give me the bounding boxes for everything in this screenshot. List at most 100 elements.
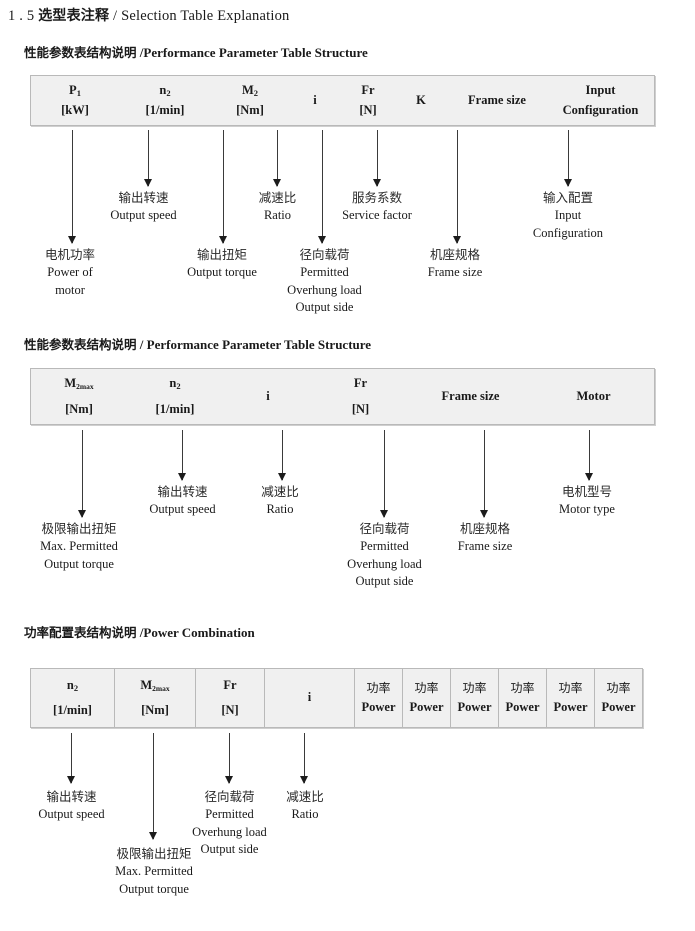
note-s1-overhung-load-en-1: Permitted [300,264,349,279]
table3-col-power-3-cn: 功率 [462,681,487,696]
section-heading-1-sep: / [136,45,144,60]
note-s1-frame-size-en-1: Frame size [427,264,483,279]
note-s2-overhung-load-en-1: Permitted [360,538,409,553]
note-s1-overhung-load-en-3: Output side [295,300,354,315]
table2-col-m2max-sub: 2max [76,382,94,392]
table2-col-i-symbol: i [266,388,270,403]
arrow-down-icon-s2-motor [585,430,594,481]
note-s2-max-output-torque: 极限输出扭矩 Max. Permitted Output torque [18,520,140,573]
table2-col-frame-size: Frame size [408,369,533,424]
table1-col-fr-unit: [N] [359,102,377,117]
note-s1-output-torque-cn: 输出扭矩 [196,247,247,262]
note-s2-output-speed-cn: 输出转速 [157,484,208,499]
arrow-down-icon-s1-frame [453,130,462,244]
table3-col-i: i [264,669,354,727]
table2-col-n2: n2 [1/min] [127,369,223,424]
arrow-down-icon-s1-n2 [144,130,153,187]
table1-col-p1: P1 [kW] [31,76,119,125]
note-s2-ratio-en-1: Ratio [266,501,294,516]
note-s2-motor-type-cn: 电机型号 [561,484,612,499]
table3-col-power-4: 功率 Power [498,669,546,727]
power-combination-table: n2 [1/min] M2max [Nm] Fr [N] i 功率 Power … [30,668,643,728]
note-s1-input-configuration-en-2: Configuration [532,225,604,240]
note-s1-service-factor-cn: 服务系数 [351,190,402,205]
arrow-down-icon-s1-m2 [219,130,228,244]
note-s1-output-speed-cn: 输出转速 [118,190,169,205]
table1-col-k-symbol: K [416,92,426,107]
note-s2-overhung-load-en-3: Output side [355,574,414,589]
table1-col-n2-sub: 2 [166,88,171,99]
table1-col-input-configuration-line2: Configuration [562,102,639,117]
section-heading-2-sep: / [136,337,147,352]
table1-col-m2: M2 [Nm] [211,76,289,125]
table3-col-power-1-en: Power [361,699,396,714]
note-s2-output-speed-en-1: Output speed [149,501,216,516]
table1-col-frame-size: Frame size [447,76,547,125]
page-title-cn: 选型表注释 [38,8,110,24]
section-heading-3: 功率配置表结构说明 /Power Combination [24,622,255,641]
note-s3-max-output-torque-cn: 极限输出扭矩 [116,846,192,861]
section-heading-2-en: Performance Parameter Table Structure [146,337,372,352]
table3-col-power-6-cn: 功率 [606,681,631,696]
table2-col-frame-size-symbol: Frame size [441,388,500,403]
note-s3-overhung-load-en-3: Output side [200,842,259,857]
note-s3-ratio-cn: 减速比 [286,789,324,804]
table1-col-fr: Fr [N] [341,76,395,125]
note-s1-service-factor: 服务系数 Service factor [325,189,429,225]
note-s1-ratio-en-1: Ratio [263,207,292,222]
arrow-down-icon-s3-i [300,733,309,784]
note-s2-frame-size-cn: 机座规格 [459,521,510,536]
table3-col-n2-sub: 2 [73,683,79,694]
note-s2-ratio-cn: 减速比 [261,484,299,499]
table1-col-p1-sub: 1 [76,88,81,99]
note-s3-output-speed-cn: 输出转速 [46,789,97,804]
note-s2-max-output-torque-en-1: Max. Permitted [40,538,118,553]
table3-col-power-5-en: Power [553,699,588,714]
table3-col-power-2-cn: 功率 [414,681,439,696]
table1-col-fr-symbol: Fr [361,83,375,98]
arrow-down-icon-s2-n2 [178,430,187,481]
table1-col-input-configuration-line1: Input [585,83,616,98]
table3-col-power-6-en: Power [601,699,636,714]
table3-col-n2-symbol: n [66,678,74,693]
note-s1-output-speed-en-1: Output speed [110,207,177,222]
note-s1-power-of-motor-en-1: Power of [47,264,93,279]
table1-col-p1-symbol: P [69,83,77,98]
note-s2-overhung-load-en-2: Overhung load [347,556,422,571]
arrow-down-icon-s2-frame [480,430,489,518]
note-s1-input-configuration-cn: 输入配置 [542,190,593,205]
table3-col-m2max-sub: 2max [152,684,170,694]
note-s3-ratio: 减速比 Ratio [270,788,340,824]
note-s1-frame-size-cn: 机座规格 [429,247,480,262]
note-s3-max-output-torque-en-1: Max. Permitted [115,863,193,878]
note-s3-max-output-torque: 极限输出扭矩 Max. Permitted Output torque [93,845,215,898]
table2-col-fr-symbol: Fr [353,376,368,391]
arrow-down-icon-s1-p1 [68,130,77,244]
table3-col-m2max: M2max [Nm] [114,669,195,727]
note-s1-overhung-load-cn: 径向载荷 [299,247,350,262]
note-s1-power-of-motor-en-2: motor [55,282,85,297]
table1-col-i: i [289,76,341,125]
section-heading-2: 性能参数表结构说明 / Performance Parameter Table … [24,334,371,353]
arrow-down-icon-s1-fr [318,130,327,244]
note-s2-motor-type-en-1: Motor type [559,501,615,516]
note-s1-power-of-motor-cn: 电机功率 [44,247,95,262]
table1-col-m2-unit: [Nm] [236,102,264,117]
arrow-down-icon-s3-n2 [67,733,76,784]
table3-col-i-symbol: i [307,690,312,705]
table3-col-fr-symbol: Fr [223,678,237,693]
table3-col-m2max-unit: [Nm] [141,702,169,717]
note-s2-max-output-torque-en-2: Output torque [44,556,114,571]
section-heading-3-cn: 功率配置表结构说明 [24,625,137,640]
note-s1-output-torque: 输出扭矩 Output torque [172,246,272,282]
arrow-down-icon-s2-i [278,430,287,481]
performance-parameter-table-1: P1 [kW] n2 [1/min] M2 [Nm] i Fr [N] K Fr… [30,75,655,126]
table1-col-n2-symbol: n [159,83,167,98]
table1-col-m2-symbol: M [241,83,254,98]
table3-col-fr: Fr [N] [195,669,264,727]
table3-col-power-3: 功率 Power [450,669,498,727]
note-s3-overhung-load-cn: 径向载荷 [204,789,255,804]
table1-col-i-symbol: i [313,92,317,107]
table3-col-n2: n2 [1/min] [31,669,114,727]
